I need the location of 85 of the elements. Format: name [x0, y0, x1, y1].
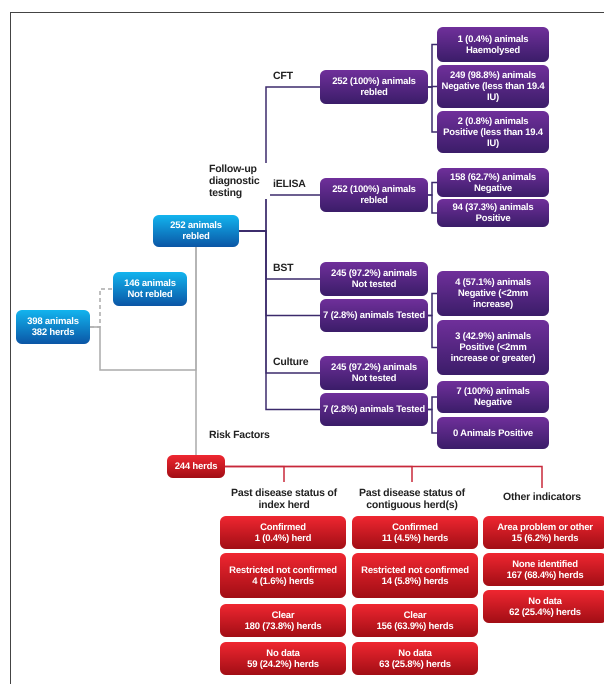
box-label: 158 (62.7%) animals Negative — [449, 172, 537, 194]
connector-line — [428, 194, 437, 214]
result-box — [320, 262, 428, 296]
box-label: 1 (0.4%) animals Haemolysed — [456, 34, 530, 56]
box-label: 146 animals Not rebled — [123, 278, 177, 300]
risk-box — [352, 604, 478, 637]
box-heading: Restricted not confirmed — [229, 564, 337, 576]
box-label: 94 (37.3%) animals Positive — [452, 202, 534, 224]
box-value: 156 (63.9%) herds — [376, 620, 454, 632]
edge-label: iELISA — [272, 178, 307, 190]
result-box — [320, 70, 428, 104]
connector-line — [195, 247, 197, 455]
box-label: 249 (98.8%) animals Negative (less than 19.4 IU) — [440, 70, 546, 103]
result-box — [437, 417, 549, 449]
risk-box — [352, 516, 478, 549]
result-box — [437, 199, 549, 227]
process-box — [113, 272, 187, 306]
column-heading: Past disease status of contiguous herd(s) — [350, 484, 474, 514]
box-heading: No data — [266, 648, 300, 658]
connector-line — [225, 466, 543, 488]
box-value: 4 (1.6%) herds — [252, 576, 314, 586]
risk-box — [352, 642, 478, 675]
risk-box — [220, 516, 346, 549]
edge-label: CFT — [272, 70, 294, 82]
box-label: 3 (42.9%) animals Positive (<2mm increase or greater) — [450, 331, 536, 364]
box-label: 252 animals rebled — [169, 220, 223, 242]
box-label: 2 (0.8%) animals Positive (less than 19.4 IU) — [442, 116, 544, 148]
connector-line — [428, 314, 437, 348]
result-box — [437, 271, 549, 316]
box-label: 252 (100%) animals rebled — [331, 184, 417, 206]
connector-line — [428, 408, 437, 434]
box-value: 167 (68.4%) herds — [506, 570, 584, 580]
connector-line — [428, 86, 437, 133]
box-label: 245 (97.2%) animals Not tested — [330, 268, 418, 290]
box-heading: Confirmed — [392, 522, 438, 532]
box-heading: None identified — [512, 558, 578, 570]
box-label: 7 (2.8%) animals Tested — [323, 404, 425, 415]
risk-box — [352, 553, 478, 598]
connector-line — [239, 230, 320, 410]
box-heading: No data — [398, 648, 432, 658]
box-value: 180 (73.8%) herds — [244, 620, 322, 632]
box-label: 398 animals 382 herds — [26, 316, 80, 338]
box-value: 59 (24.2%) herds — [247, 658, 319, 670]
section-heading: Follow-up diagnostic testing — [208, 163, 270, 199]
column-heading: Past disease status of index herd — [222, 484, 346, 514]
edge-label: Culture — [272, 356, 310, 368]
box-heading: No data — [528, 596, 562, 606]
box-value: 1 (0.4%) herd — [254, 532, 312, 544]
result-box — [320, 393, 428, 426]
risk-box — [220, 604, 346, 637]
risk-box — [167, 455, 225, 478]
result-box — [320, 356, 428, 390]
result-box — [320, 299, 428, 332]
box-heading: Restricted not confirmed — [361, 564, 469, 576]
risk-box — [220, 553, 346, 598]
box-label: 245 (97.2%) animals Not tested — [330, 362, 418, 384]
box-label: 252 (100%) animals rebled — [331, 76, 417, 98]
result-box — [437, 381, 549, 413]
box-label: 7 (2.8%) animals Tested — [323, 310, 425, 321]
box-value: 15 (6.2%) herds — [512, 532, 578, 544]
box-value: 11 (4.5%) herds — [382, 532, 448, 544]
risk-box — [220, 642, 346, 675]
box-value: 14 (5.8%) herds — [382, 576, 448, 586]
result-box — [437, 168, 549, 197]
box-label: 244 herds — [174, 461, 218, 472]
process-box — [16, 310, 90, 344]
edge-label: Risk Factors — [208, 429, 271, 441]
box-label: 4 (57.1%) animals Negative (<2mm increase) — [454, 277, 532, 310]
risk-box — [483, 553, 604, 586]
risk-box — [483, 516, 604, 549]
box-value: 62 (25.4%) herds — [509, 606, 581, 618]
box-heading: Area problem or other — [497, 522, 593, 532]
box-heading: Clear — [404, 610, 426, 620]
box-label: 7 (100%) animals Negative — [455, 386, 531, 408]
result-box — [437, 27, 549, 62]
risk-box — [483, 590, 604, 623]
box-heading: Clear — [272, 610, 294, 620]
box-label: 0 Animals Positive — [453, 428, 533, 438]
box-heading: Confirmed — [260, 522, 306, 532]
edge-label: BST — [272, 262, 294, 274]
process-box — [153, 215, 239, 247]
column-heading: Other indicators — [480, 490, 604, 504]
box-value: 63 (25.8%) herds — [379, 658, 451, 670]
result-box — [320, 178, 428, 212]
result-box — [437, 320, 549, 375]
